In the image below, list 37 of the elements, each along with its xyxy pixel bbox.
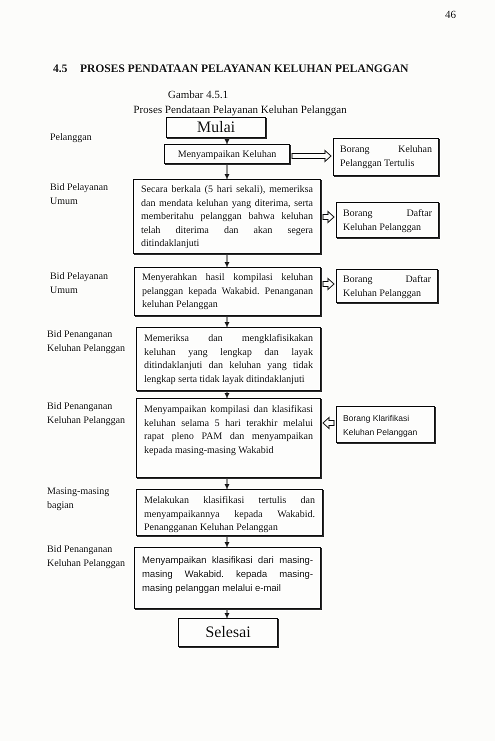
- lane-label: Bid Penanganan Keluhan Pelanggan: [47, 400, 126, 428]
- block-arrow: [322, 416, 334, 430]
- arrow: [224, 478, 230, 490]
- block-arrow: [292, 149, 332, 163]
- terminal-box: Mulai: [166, 117, 266, 138]
- figure-number: Gambar 4.5.1: [166, 88, 230, 103]
- arrow: [224, 138, 230, 144]
- process-box: Melakukan klasifikasi tertulis dan menyampaikannya kepada Wakabid. Penangganan Keluhan Pelanggan: [136, 489, 323, 536]
- document-box: Borang Daftar Keluhan Pelanggan: [336, 202, 439, 238]
- lane-label: Masing-masing bagian: [47, 485, 110, 513]
- process-box: Memeriksa dan mengklafisikakan keluhan yang lengkap dan layak ditindaklanjuti dan keluhan yang tidak lengkap serta tidak layak ditindaklanjuti: [136, 327, 321, 391]
- document-box: Borang Klarifikasi Keluhan Pelanggan: [336, 406, 435, 443]
- arrow: [224, 254, 230, 268]
- arrow: [224, 164, 230, 180]
- lane-label: Pelanggan: [50, 131, 93, 145]
- page-number: 46: [444, 8, 456, 23]
- figure-title: Proses Pendataan Pelayanan Keluhan Pelanggan: [132, 103, 348, 117]
- block-arrow: [322, 277, 335, 291]
- section-heading: PROSES PENDATAAN PELAYANAN KELUHAN PELANGGAN: [80, 62, 410, 77]
- section-number: 4.5: [53, 62, 68, 77]
- arrow: [224, 392, 230, 398]
- document-box: Borang Daftar Keluhan Pelanggan: [336, 269, 438, 303]
- lane-label: Bid Pelayanan Umum: [50, 181, 110, 209]
- arrow: [224, 536, 230, 548]
- process-box: Secara berkala (5 hari sekali), memeriksa dan mendata keluhan yang diterima, serta memberitahu pelanggan bahwa keluhan telah diterima dan akan segera ditindaklanjuti: [133, 179, 321, 254]
- lane-label: Bid Penanganan Keluhan Pelanggan: [47, 328, 126, 356]
- lane-label: Bid Pelayanan Umum: [50, 270, 110, 298]
- process-box: Menyerahkan hasil kompilasi keluhan pelanggan kepada Wakabid. Penanganan keluhan Pelanggan: [134, 267, 321, 316]
- process-box: Menyampaikan Keluhan: [164, 144, 290, 164]
- process-box: Menyampaikan klasifikasi dari masing-masing Wakabid. kepada masing-masing pelanggan melalui e-mail: [134, 547, 321, 609]
- lane-label: Bid Penanganan Keluhan Pelanggan: [47, 543, 126, 571]
- terminal-box: Selesai: [178, 618, 278, 647]
- process-box: Menyampaikan kompilasi dan klasifikasi keluhan selama 5 hari terakhir melalui rapat pleno PAM dan menyampaikan kepada masing-masing Wakabid: [136, 398, 321, 478]
- document-box: Borang Keluhan Pelanggan Tertulis: [333, 138, 439, 176]
- arrow: [224, 610, 230, 618]
- arrow: [224, 316, 230, 328]
- block-arrow: [322, 210, 335, 224]
